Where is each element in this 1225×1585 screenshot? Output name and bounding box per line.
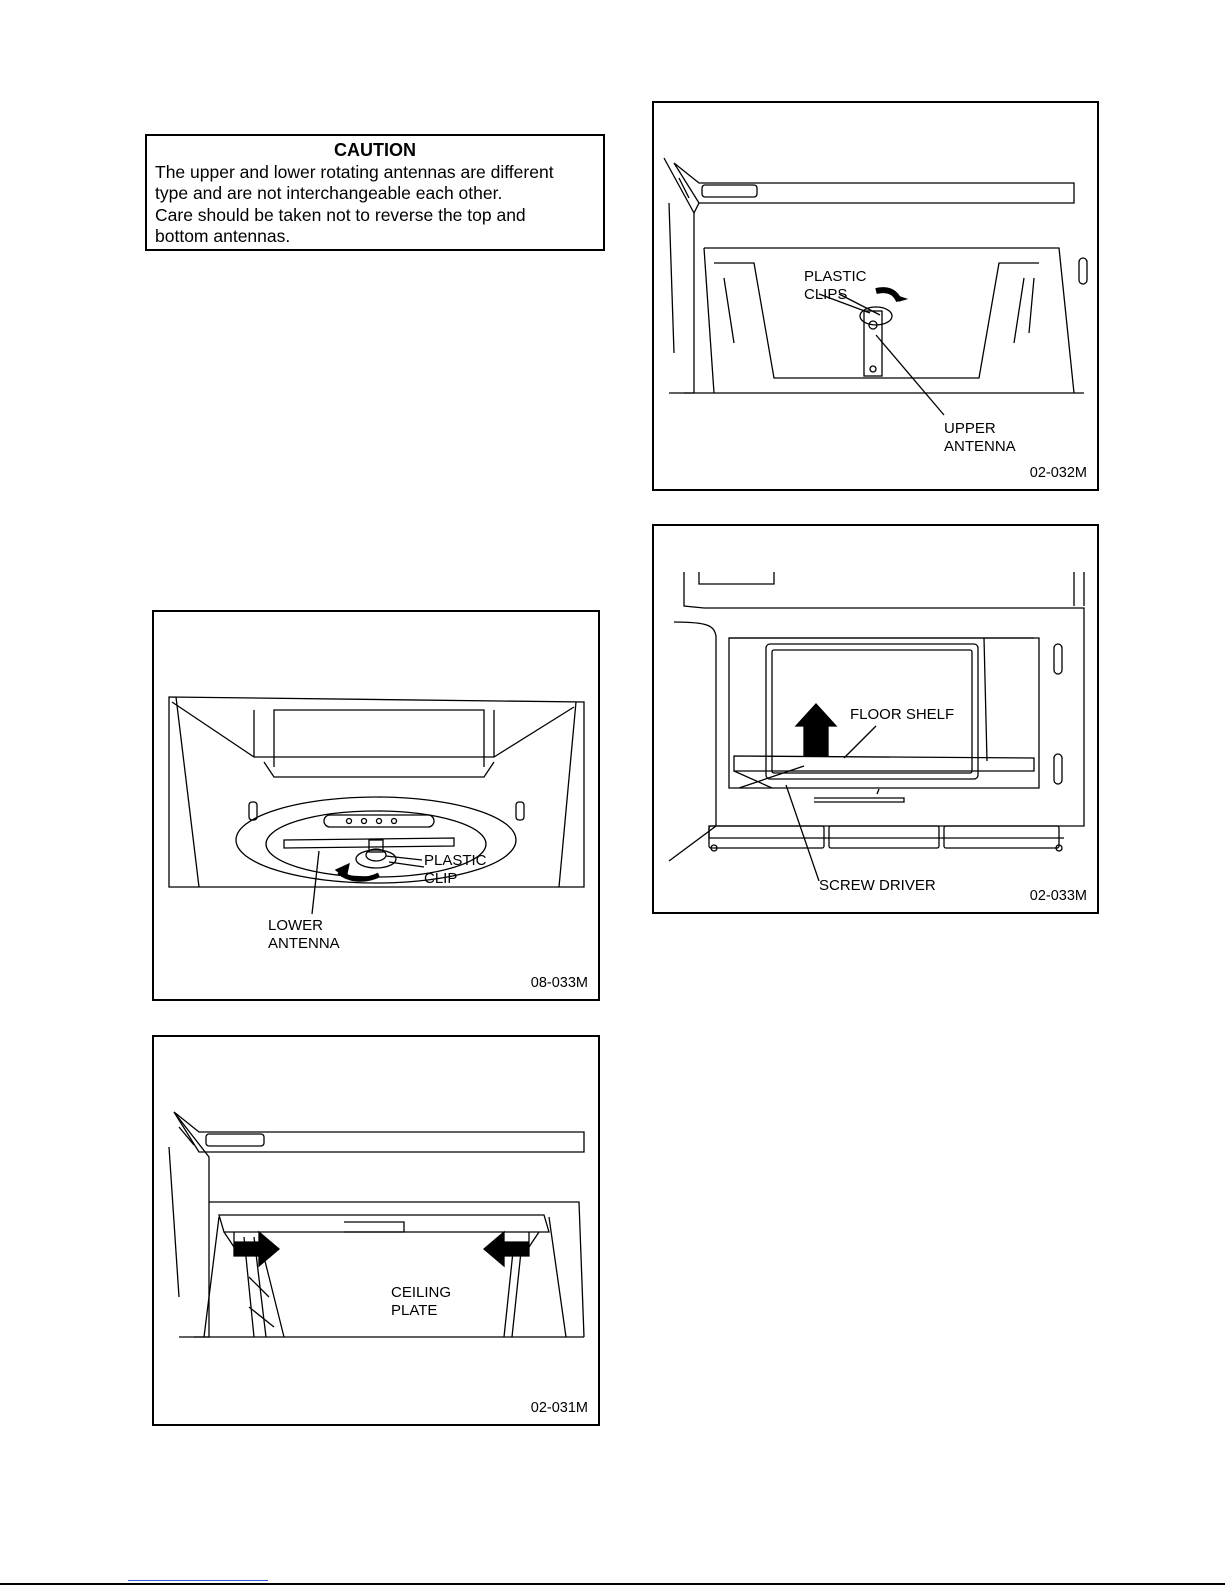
label-plastic-clip: PLASTIC CLIP [424, 852, 487, 888]
caution-line-1: The upper and lower rotating antennas ar… [155, 162, 595, 184]
figure-code: 02-032M [1030, 465, 1087, 481]
figure-lower-antenna: PLASTIC CLIP LOWER ANTENNA 08-033M [152, 610, 600, 1001]
footer-link-underline [128, 1580, 268, 1581]
label-ceiling-plate: CEILING PLATE [391, 1284, 451, 1320]
label-floor-shelf: FLOOR SHELF [850, 706, 954, 724]
label-screw-driver: SCREW DRIVER [819, 877, 936, 895]
label-upper-antenna: UPPER ANTENNA [944, 420, 1016, 456]
label-lower-antenna: LOWER ANTENNA [268, 917, 340, 953]
caution-line-3: Care should be taken not to reverse the … [155, 205, 595, 227]
caution-line-2: type and are not interchangeable each ot… [155, 183, 595, 205]
figure-ceiling-plate: CEILING PLATE 02-031M [152, 1035, 600, 1426]
ceiling-plate-drawing [154, 1037, 598, 1424]
figure-code: 02-033M [1030, 888, 1087, 904]
figure-upper-antenna: PLASTIC CLIPS UPPER ANTENNA 02-032M [652, 101, 1099, 491]
figure-code: 02-031M [531, 1400, 588, 1416]
caution-box: CAUTION The upper and lower rotating ant… [145, 134, 605, 251]
figure-code: 08-033M [531, 975, 588, 991]
figure-floor-shelf: FLOOR SHELF SCREW DRIVER 02-033M [652, 524, 1099, 914]
caution-line-4: bottom antennas. [155, 226, 595, 248]
caution-title: CAUTION [155, 140, 595, 162]
label-plastic-clips: PLASTIC CLIPS [804, 268, 867, 304]
upper-antenna-drawing [654, 103, 1097, 489]
lower-antenna-drawing [154, 612, 598, 999]
